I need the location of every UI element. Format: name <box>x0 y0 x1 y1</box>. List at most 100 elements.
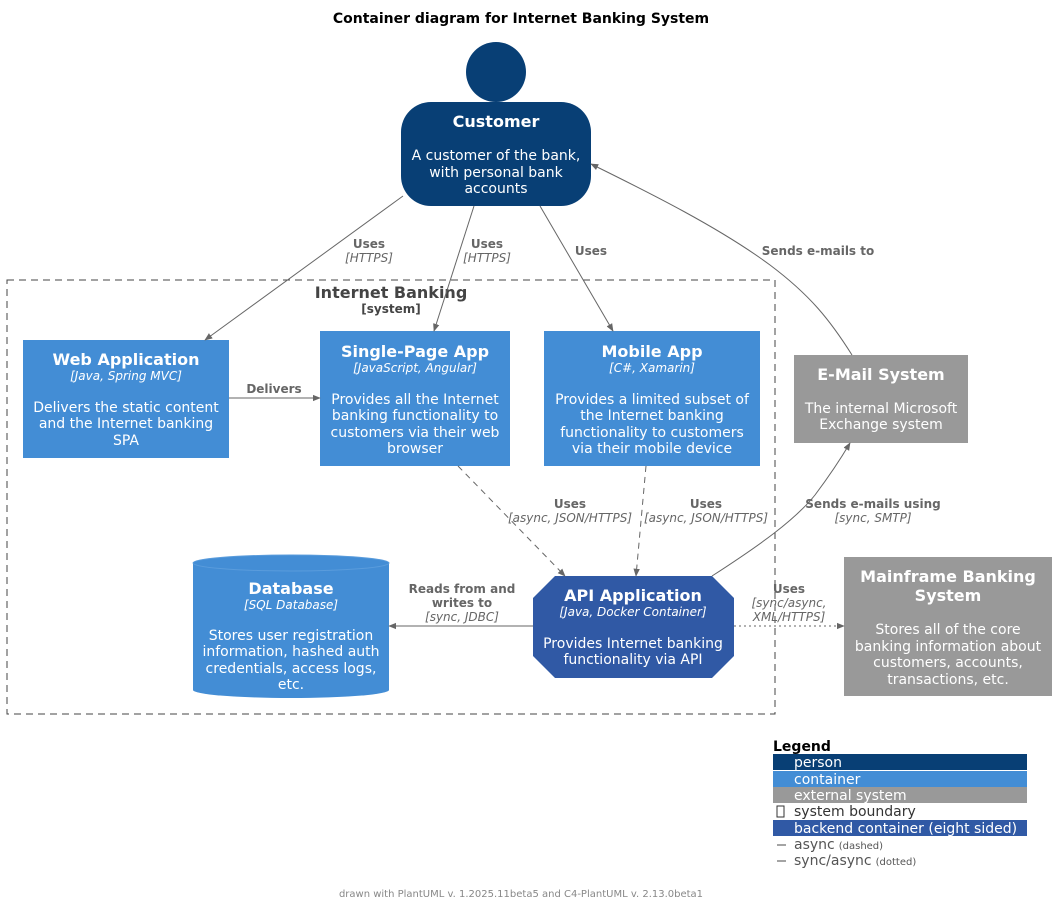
mainframe-desc-line-3: customers, accounts, <box>873 655 1023 671</box>
person-body <box>401 102 591 206</box>
rel-api-mf-tech-line-1: [sync/async, <box>751 596 826 610</box>
api-application-container[interactable]: API Application [Java, Docker Container]… <box>533 576 734 678</box>
mainframe-desc-line-4: transactions, etc. <box>887 672 1009 688</box>
footer-credit: drawn with PlantUML v. 1.2025.11beta5 an… <box>339 889 703 900</box>
rel-cust-mobile-label: Uses <box>575 244 607 258</box>
api-title: API Application <box>564 586 702 605</box>
database-title: Database <box>248 579 333 598</box>
edge-customer-webapp <box>204 195 404 341</box>
api-tech: [Java, Docker Container] <box>559 605 707 619</box>
rel-cust-spa-label: Uses <box>471 237 503 251</box>
rel-api-mf-tech-line-2: XML/HTTPS] <box>752 610 826 624</box>
system-boundary <box>6 279 776 715</box>
database-tech: [SQL Database] <box>244 598 339 612</box>
legend-boundary-icon <box>776 805 785 818</box>
spa-desc-line-1: Provides all the Internet <box>331 392 499 408</box>
webapp-desc-line-3: SPA <box>113 433 139 449</box>
boundary-type: [system] <box>361 302 420 316</box>
database-desc-line-1: Stores user registration <box>209 628 374 644</box>
boundary-title: Internet Banking <box>315 283 468 302</box>
edge-customer-spa <box>433 205 475 332</box>
api-desc-line-1: Provides Internet banking <box>543 636 723 652</box>
legend-external: external system <box>794 788 907 804</box>
webapp-tech: [Java, Spring MVC] <box>70 369 182 383</box>
rel-api-email-tech: [sync, SMTP] <box>834 511 911 525</box>
legend-swatch-container <box>773 771 1027 787</box>
customer-person[interactable]: Customer A customer of the bank, with pe… <box>401 42 591 206</box>
mobile-desc-line-1: Provides a limited subset of <box>555 392 750 408</box>
rel-cust-web-label: Uses <box>353 237 385 251</box>
legend-swatch-external <box>773 787 1027 803</box>
rel-mobile-api-label: Uses <box>690 497 722 511</box>
legend-swatch-person <box>773 754 1027 770</box>
webapp-title: Web Application <box>52 350 199 369</box>
rel-spa-api-label: Uses <box>554 497 586 511</box>
rel-api-db-label-line-1: Reads from and <box>409 582 516 596</box>
legend-sync-async: sync/async (dotted) <box>794 853 916 869</box>
legend-async: async (dashed) <box>794 837 883 853</box>
mobile-title: Mobile App <box>601 342 702 361</box>
rel-cust-web-tech: [HTTPS] <box>345 251 393 265</box>
legend-sync-async-note: (dotted) <box>876 857 917 868</box>
database-desc-line-2: information, hashed auth <box>202 644 379 660</box>
database-container[interactable]: Database [SQL Database] Stores user regi… <box>192 554 390 698</box>
edge-mobile-api <box>633 465 647 577</box>
single-page-app-container[interactable]: Single-Page App [JavaScript, Angular] Pr… <box>320 331 510 466</box>
email-title: E-Mail System <box>817 365 944 384</box>
mobile-app-container[interactable]: Mobile App [C#, Xamarin] Provides a limi… <box>544 331 760 466</box>
rel-email-cust-label: Sends e-mails to <box>762 244 874 258</box>
mainframe-desc-line-1: Stores all of the core <box>875 622 1020 638</box>
email-system-external[interactable]: E-Mail System The internal Microsoft Exc… <box>794 355 968 443</box>
edge-email-customer <box>590 163 853 356</box>
customer-desc-line-2: with personal bank <box>429 165 563 181</box>
legend-async-label: async <box>794 837 835 853</box>
rel-spa-api-tech: [async, JSON/HTTPS] <box>508 511 632 525</box>
customer-desc-line-3: accounts <box>464 181 527 197</box>
webapp-desc-line-2: and the Internet banking <box>39 416 213 432</box>
mobile-desc-line-2: the Internet banking <box>580 408 724 424</box>
rel-api-db-label-line-2: writes to <box>432 596 492 610</box>
legend-swatch-backend <box>773 820 1027 836</box>
web-application-container[interactable]: Web Application [Java, Spring MVC] Deliv… <box>23 340 229 458</box>
legend-async-note: (dashed) <box>839 841 883 852</box>
spa-desc-line-2: banking functionality to <box>332 408 498 424</box>
mainframe-title-line-2: System <box>915 586 982 605</box>
mobile-desc-line-3: functionality to customers <box>560 425 744 441</box>
rel-web-spa-label: Delivers <box>246 382 301 396</box>
database-desc-line-4: etc. <box>278 677 304 693</box>
customer-title: Customer <box>453 112 540 131</box>
database-desc-line-3: credentials, access logs, <box>206 661 377 677</box>
api-desc-line-2: functionality via API <box>563 652 702 668</box>
legend: Legend person container external system … <box>773 739 1027 869</box>
mainframe-title-line-1: Mainframe Banking <box>860 567 1036 586</box>
rel-api-email-label: Sends e-mails using <box>805 497 940 511</box>
legend-sync-async-label: sync/async <box>794 853 872 869</box>
email-desc-line-1: The internal Microsoft <box>804 401 958 417</box>
edge-customer-mobile <box>539 205 614 332</box>
mobile-tech: [C#, Xamarin] <box>609 361 695 375</box>
email-desc-line-2: Exchange system <box>819 417 942 433</box>
legend-boundary: system boundary <box>794 804 916 820</box>
legend-person: person <box>794 755 842 771</box>
spa-desc-line-4: browser <box>387 441 443 457</box>
legend-backend: backend container (eight sided) <box>794 821 1017 837</box>
spa-desc-line-3: customers via their web <box>331 425 500 441</box>
rel-api-mf-label: Uses <box>773 582 805 596</box>
person-head <box>466 42 526 102</box>
mainframe-desc-line-2: banking information about <box>855 639 1042 655</box>
rel-api-db-tech: [sync, JDBC] <box>425 610 499 624</box>
customer-desc-line-1: A customer of the bank, <box>412 148 581 164</box>
spa-title: Single-Page App <box>341 342 489 361</box>
rel-mobile-api-tech: [async, JSON/HTTPS] <box>644 511 768 525</box>
spa-tech: [JavaScript, Angular] <box>353 361 477 375</box>
diagram-title: Container diagram for Internet Banking S… <box>333 11 709 27</box>
edge-api-email <box>711 442 851 577</box>
mobile-desc-line-4: via their mobile device <box>572 441 732 457</box>
webapp-desc-line-1: Delivers the static content <box>33 400 219 416</box>
legend-title: Legend <box>773 739 831 755</box>
edge-spa-api <box>457 465 566 577</box>
legend-container: container <box>794 772 861 788</box>
rel-cust-spa-tech: [HTTPS] <box>463 251 511 265</box>
mainframe-banking-external[interactable]: Mainframe Banking System Stores all of t… <box>844 557 1052 696</box>
